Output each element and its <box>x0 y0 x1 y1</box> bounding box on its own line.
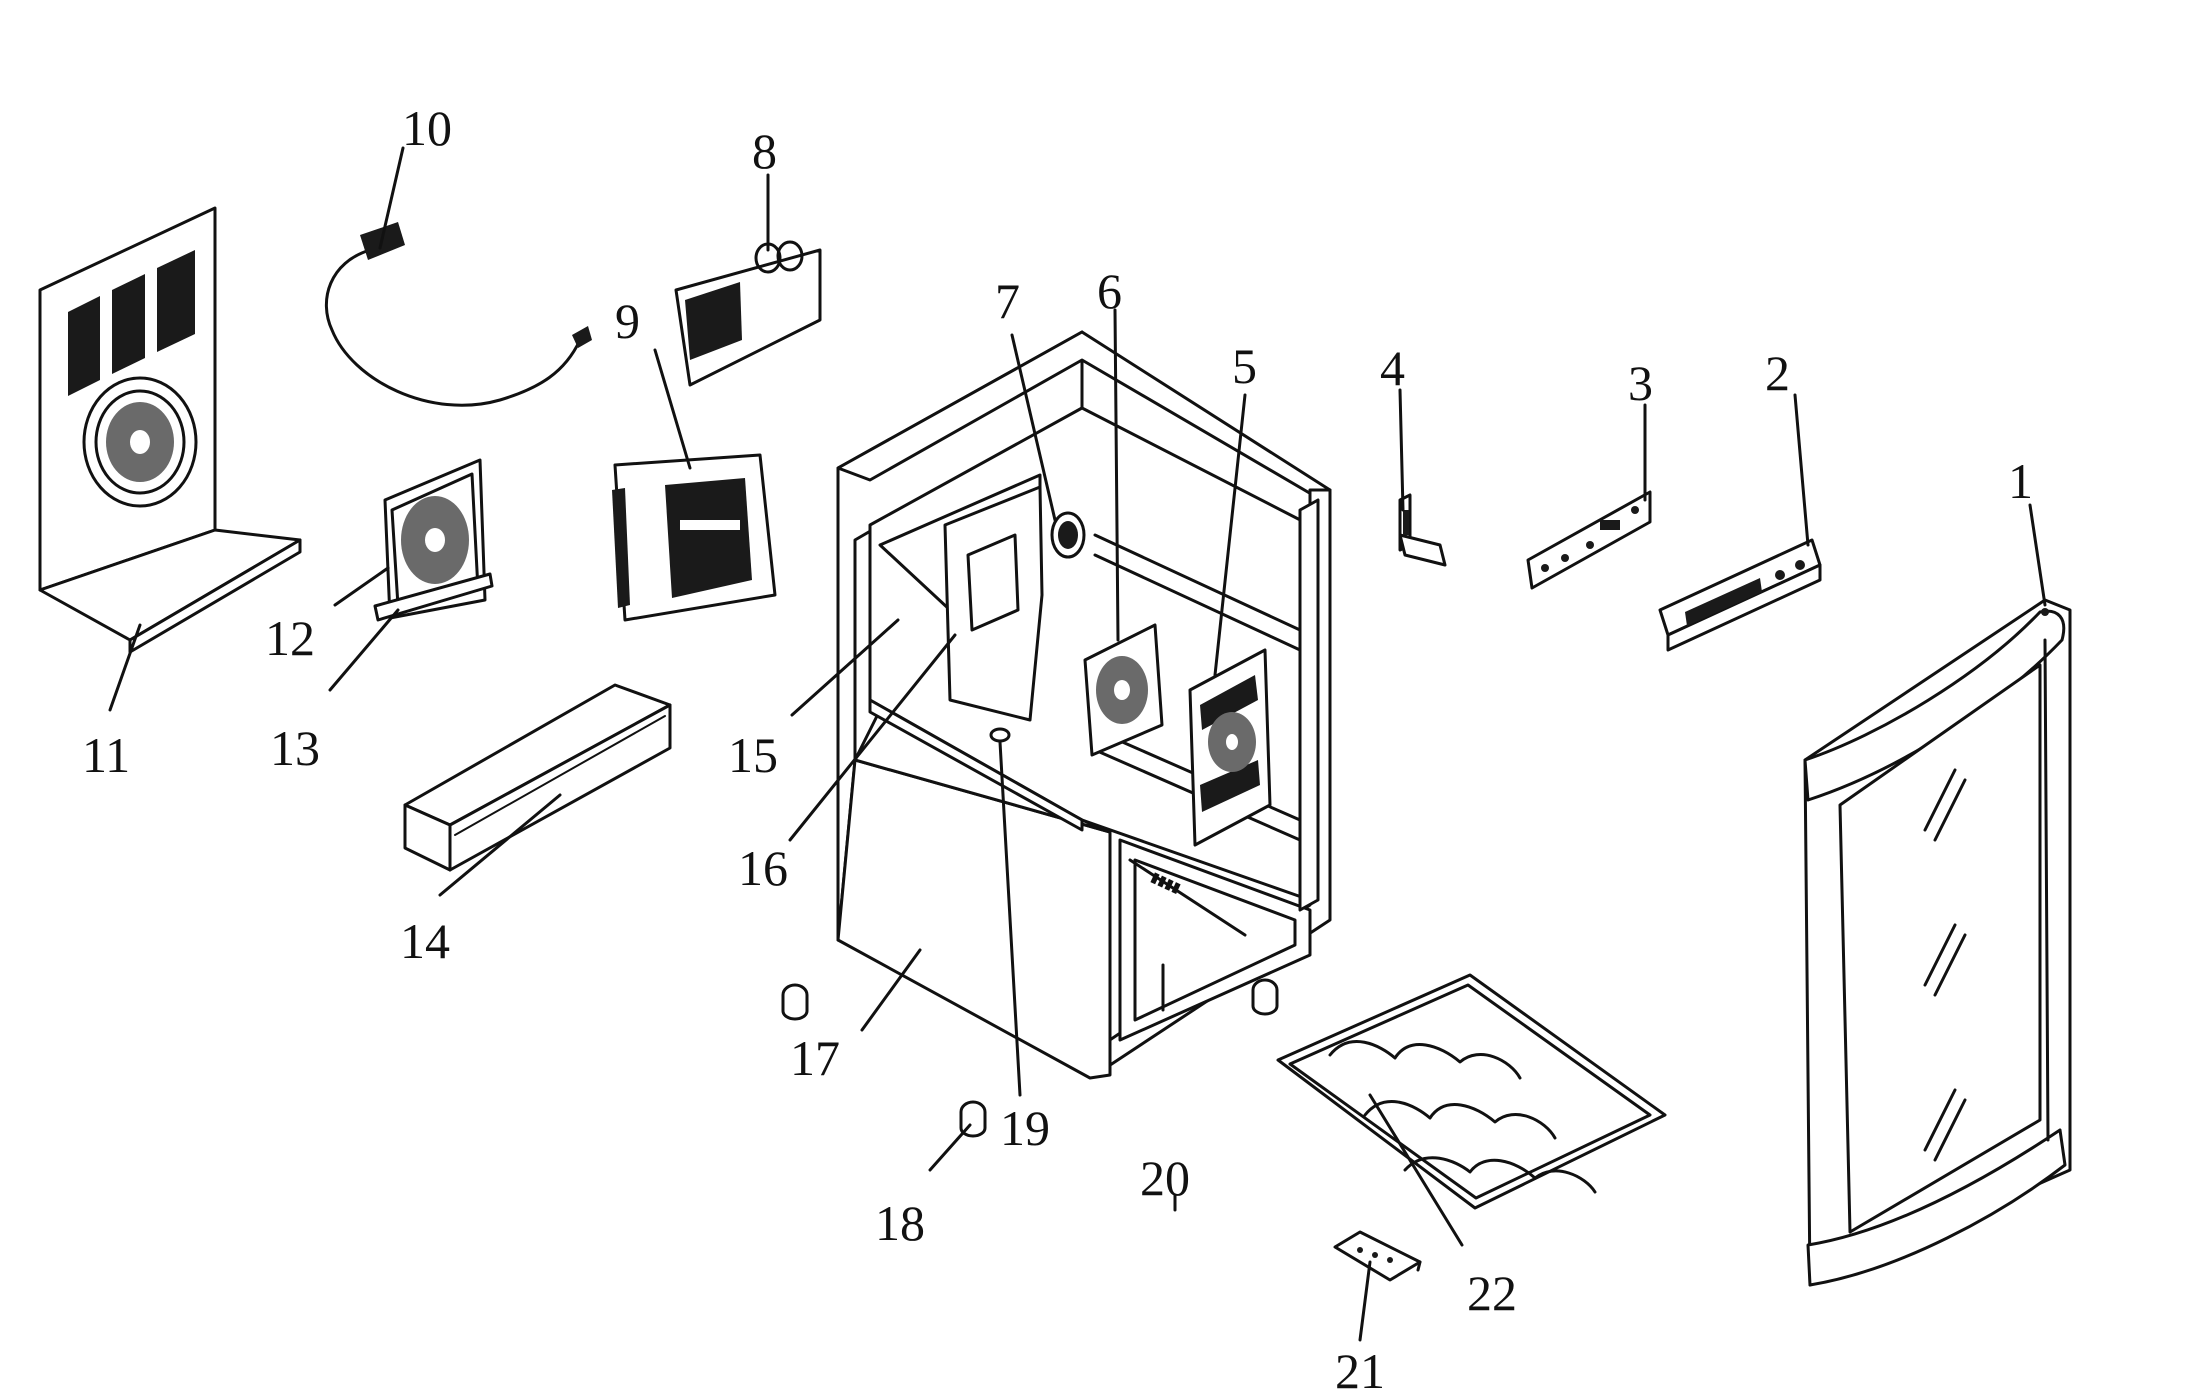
callout-15: 15 <box>728 727 778 783</box>
part-5-cooling-panel <box>1188 648 1272 847</box>
callout-3: 3 <box>1628 355 1653 411</box>
callout-11: 11 <box>82 727 130 783</box>
part-19-drain <box>989 727 1011 743</box>
callout-18: 18 <box>875 1195 925 1251</box>
part-11-back-panel <box>38 206 302 654</box>
callout-14: 14 <box>400 913 450 969</box>
callout-labels: 1 2 3 4 5 6 7 8 9 10 11 12 13 14 15 16 1… <box>82 100 2033 1391</box>
callout-4: 4 <box>1380 340 1405 396</box>
callout-7: 7 <box>995 273 1020 329</box>
callout-19: 19 <box>1000 1100 1050 1156</box>
fan-icon <box>82 376 198 508</box>
part-4-hinge <box>1398 493 1447 567</box>
part-8-circuit-board <box>674 240 822 387</box>
callout-22: 22 <box>1467 1265 1517 1321</box>
part-21-shelf-clip <box>1333 1230 1422 1282</box>
callout-16: 16 <box>738 840 788 896</box>
glass-reflection-icon <box>1923 768 1967 1162</box>
callout-6: 6 <box>1097 263 1122 319</box>
part-7-fan-hub <box>1050 511 1086 559</box>
callout-13: 13 <box>270 720 320 776</box>
part-10-power-cord <box>324 222 592 407</box>
part-14-drip-tray <box>403 683 672 872</box>
callout-10: 10 <box>402 100 452 156</box>
callout-17: 17 <box>790 1030 840 1086</box>
leader-lines <box>108 146 2047 1342</box>
callout-20: 20 <box>1140 1150 1190 1206</box>
callout-5: 5 <box>1232 338 1257 394</box>
part-9-heat-sink <box>612 453 777 622</box>
callout-2: 2 <box>1765 345 1790 401</box>
cabinet-body: ▮▮▮▮ <box>836 330 1332 1080</box>
part-2-control-display <box>1658 538 1822 652</box>
part-22-wire-shelf <box>1276 973 1667 1210</box>
part-3-control-plate <box>1526 490 1652 590</box>
callout-21: 21 <box>1335 1343 1385 1391</box>
vent-grille-icon <box>68 250 195 396</box>
callout-8: 8 <box>752 123 777 179</box>
part-1-glass-door <box>1803 598 2072 1287</box>
part-12-13-fan-bracket <box>373 458 494 622</box>
callout-1: 1 <box>2008 453 2033 509</box>
part-6-evaporator-fan <box>1083 623 1164 757</box>
callout-12: 12 <box>265 610 315 666</box>
callout-9: 9 <box>615 293 640 349</box>
